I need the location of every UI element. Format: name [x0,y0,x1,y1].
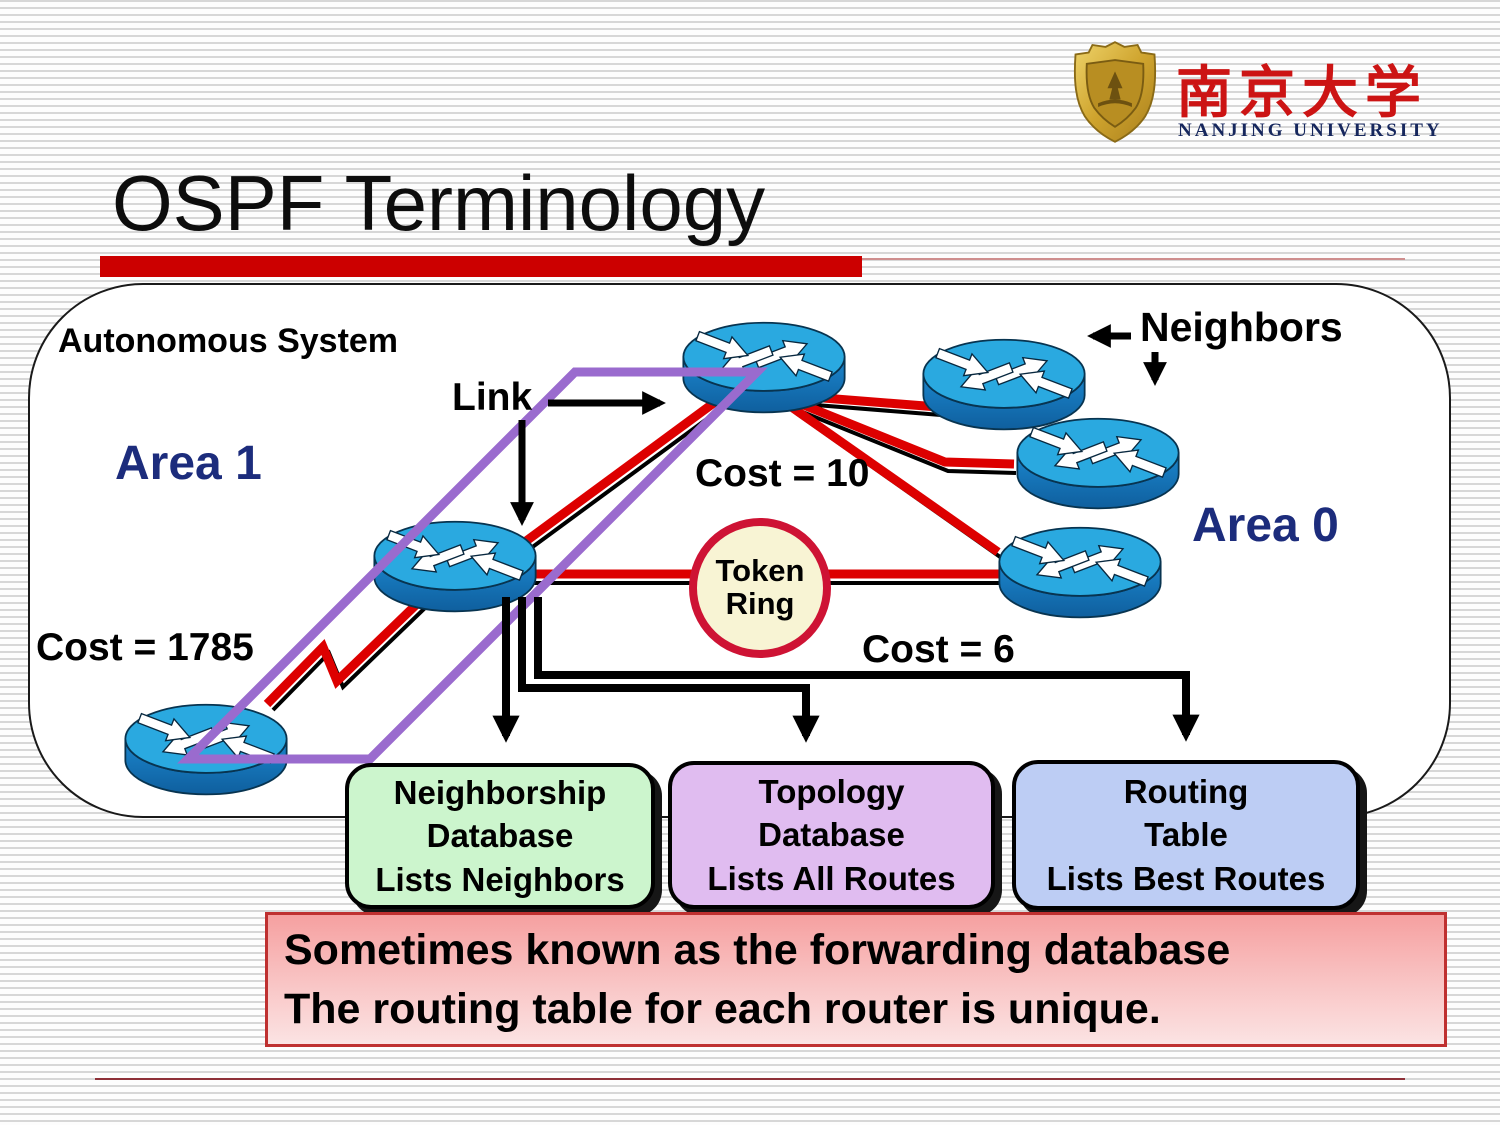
topology-box-line1: Topology [758,772,905,810]
topology-box-line3: Lists All Routes [707,859,956,897]
footer-rule [95,1078,1405,1080]
title-accent-bar [100,256,862,277]
cost-10-label: Cost = 10 [695,452,870,495]
university-logo: 南京大学 NANJING UNIVERSITY [1060,30,1460,150]
neighborship-box-line1: Neighborship [393,773,607,811]
token-ring: Token Ring [689,518,831,658]
cost-6-label: Cost = 6 [862,628,1015,671]
token-ring-label-line1: Token [715,553,805,589]
routing-box-line1: Routing [1123,772,1249,810]
token-ring-label-line2: Ring [725,586,795,621]
topology-box-line2: Database [758,816,905,854]
neighborship-box-line2: Database [426,817,574,855]
routing-box-line3: Lists Best Routes [1046,859,1326,897]
cost-1785-label: Cost = 1785 [36,626,254,669]
university-name-chinese: 南京大学 [1176,63,1428,125]
page-title: OSPF Terminology [112,159,766,247]
area1-label: Area 1 [115,437,262,490]
topology-database-box: Topology Database Lists All Routes [668,761,995,909]
routing-table-box: Routing Table Lists Best Routes [1012,760,1360,910]
link-label: Link [452,376,533,419]
neighborship-box-line3: Lists Neighbors [375,860,625,898]
note-line1: Sometimes known as the forwarding databa… [284,926,1231,975]
university-name-english: NANJING UNIVERSITY [1178,120,1443,141]
routing-box-line2: Table [1144,816,1228,854]
neighbors-label: Neighbors [1140,304,1343,350]
note-line2: The routing table for each router is uni… [284,984,1161,1033]
title-accent-line [862,258,1405,260]
university-shield-icon [1073,41,1157,143]
autonomous-system-label: Autonomous System [58,322,399,360]
note-box: Sometimes known as the forwarding databa… [265,912,1447,1047]
area0-label: Area 0 [1192,499,1339,552]
neighborship-database-box: Neighborship Database Lists Neighbors [345,763,655,909]
